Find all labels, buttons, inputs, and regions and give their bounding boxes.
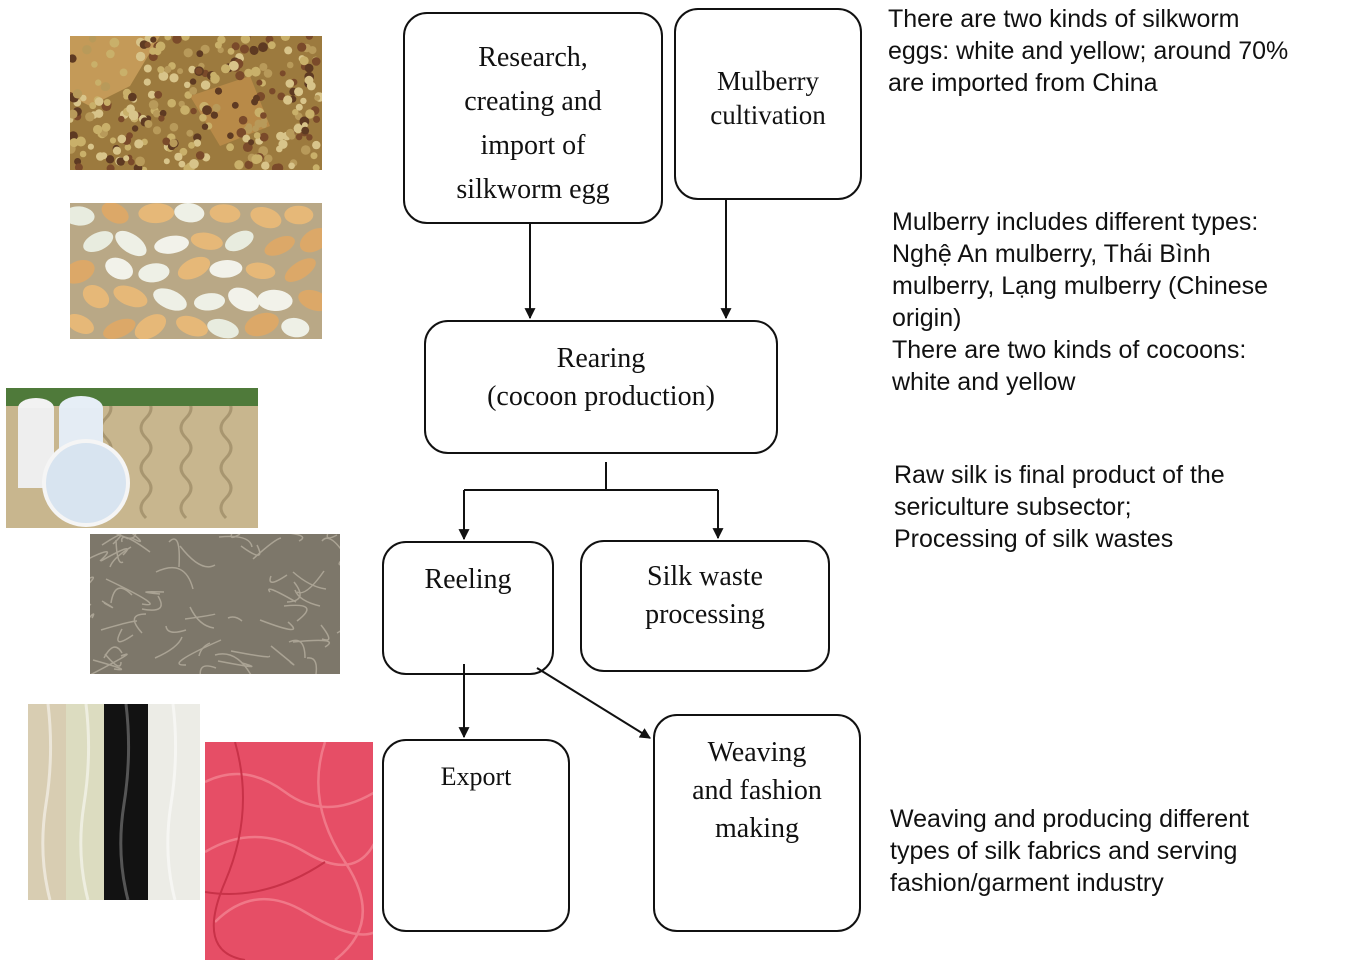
note-weaving-line-1: Weaving and producing different [890, 805, 1250, 833]
cocoons-photo [70, 203, 322, 339]
mulberry-box-line-2: cultivation [710, 100, 826, 130]
pink-silk-fabric-photo [205, 742, 373, 960]
weaving-box-line-2: and fashion [692, 775, 822, 806]
silk-waste-processing-box: Silk waste processing [580, 540, 830, 672]
rearing-box: Rearing (cocoon production) [424, 320, 778, 454]
note-raw-silk-line-2: sericulture subsector; [894, 493, 1132, 521]
note-raw-silk: Raw silk is final product of the sericul… [894, 459, 1225, 555]
note-eggs-line-1: There are two kinds of silkworm [888, 5, 1240, 33]
weaving-box-line-1: Weaving [707, 737, 807, 768]
export-box-line-1: Export [440, 762, 512, 791]
research-box-line-2: creating and [464, 86, 602, 117]
reeling-box: Reeling [382, 541, 554, 675]
research-box-line-3: import of [480, 130, 586, 161]
reeling-box-line-1: Reeling [424, 564, 512, 595]
arrow-reeling-to-weaving [536, 667, 651, 739]
research-box: Research, creating and import of silkwor… [403, 12, 663, 224]
silkworm-eggs-photo [70, 36, 322, 170]
silk-yarn-photo [6, 388, 258, 528]
note-silkworm-eggs: There are two kinds of silkworm eggs: wh… [888, 3, 1288, 99]
silk-fabric-rolls-photo [28, 704, 200, 900]
weaving-box: Weaving and fashion making [653, 714, 861, 932]
rearing-box-line-1: Rearing [556, 343, 646, 374]
note-mulberry-line-3: mulberry, Lạng mulberry (Chinese [892, 272, 1269, 300]
silk-waste-photo [90, 534, 340, 674]
note-mulberry-line-1: Mulberry includes different types: [892, 208, 1259, 236]
note-mulberry-cocoons: Mulberry includes different types: Nghệ … [892, 206, 1268, 398]
silk-waste-box-line-1: Silk waste [647, 561, 763, 592]
note-raw-silk-line-1: Raw silk is final product of the [894, 461, 1225, 489]
note-eggs-line-2: eggs: white and yellow; around 70% [888, 37, 1289, 65]
note-mulberry-line-6: white and yellow [892, 368, 1076, 396]
note-raw-silk-line-3: Processing of silk wastes [894, 525, 1174, 553]
note-weaving: Weaving and producing different types of… [890, 803, 1249, 899]
research-box-line-4: silkworm egg [456, 174, 610, 205]
note-weaving-line-3: fashion/garment industry [890, 869, 1164, 897]
rearing-box-line-2: (cocoon production) [487, 381, 715, 412]
note-eggs-line-3: are imported from China [888, 69, 1158, 97]
export-box: Export [382, 739, 570, 932]
silk-waste-box-line-2: processing [645, 599, 765, 630]
note-mulberry-line-2: Nghệ An mulberry, Thái Bình [892, 240, 1211, 268]
mulberry-cultivation-box: Mulberry cultivation [674, 8, 862, 200]
research-box-line-1: Research, [478, 42, 588, 73]
weaving-box-line-3: making [715, 813, 799, 844]
note-weaving-line-2: types of silk fabrics and serving [890, 837, 1238, 865]
mulberry-box-line-1: Mulberry [717, 66, 819, 96]
note-mulberry-line-4: origin) [892, 304, 962, 332]
note-mulberry-line-5: There are two kinds of cocoons: [892, 336, 1247, 364]
